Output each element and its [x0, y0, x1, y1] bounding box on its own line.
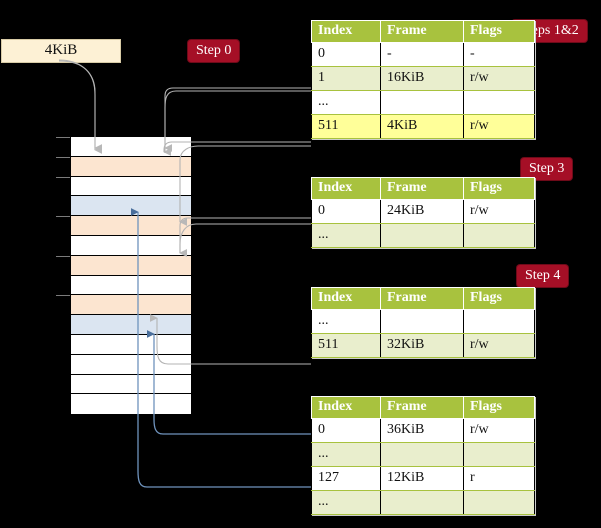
cell-frame: 12KiB: [380, 466, 464, 491]
col-header-flags: Flags: [463, 177, 535, 200]
badge-step-3-label: Step 3: [529, 161, 565, 176]
cell-frame: 4KiB: [380, 114, 464, 139]
table-row: ...: [311, 90, 535, 115]
cell-index: 1: [311, 66, 381, 91]
cell-index: 0: [311, 199, 381, 224]
table-row: ...: [311, 442, 535, 467]
page-table-level-1: Index Frame Flags 0 - - 1 16KiB r/w ...: [311, 20, 535, 139]
memory-frame-row: [71, 295, 191, 316]
badge-step-0: Step 0: [188, 40, 240, 62]
memory-frame-row: [71, 354, 191, 375]
col-header-index: Index: [311, 287, 381, 310]
cell-index: 511: [311, 114, 381, 139]
page-table-level-4: Index Frame Flags 0 36KiB r/w ... 127 12…: [311, 396, 535, 515]
cell-index: ...: [311, 442, 381, 467]
cell-flags: r/w: [463, 199, 535, 224]
cell-flags: [463, 223, 535, 248]
cell-flags: [463, 490, 535, 515]
cell-frame: -: [380, 42, 464, 67]
badge-step-3: Step 3: [521, 158, 573, 180]
memory-frame-row: [71, 374, 191, 395]
cell-index: ...: [311, 309, 381, 334]
cell-flags: r/w: [463, 66, 535, 91]
page-size-label: 4KiB: [44, 42, 78, 58]
memory-frame-row: [71, 137, 191, 157]
cell-index: 127: [311, 466, 381, 491]
memory-frame-row: [71, 394, 191, 415]
table-row: 511 32KiB r/w: [311, 333, 535, 358]
cell-frame: 36KiB: [380, 418, 464, 443]
cell-index: ...: [311, 90, 381, 115]
cell-frame: [380, 223, 464, 248]
cell-index: ...: [311, 223, 381, 248]
memory-row-tick: [56, 255, 70, 257]
page-table-level-3: Index Frame Flags ... 511 32KiB r/w: [311, 287, 535, 358]
cell-flags: [463, 309, 535, 334]
table-row: ...: [311, 223, 535, 248]
memory-row-tick: [56, 216, 70, 218]
col-header-flags: Flags: [463, 20, 535, 43]
col-header-frame: Frame: [380, 20, 464, 43]
cell-flags: [463, 442, 535, 467]
memory-row-tick: [56, 295, 70, 297]
table-row: 511 4KiB r/w: [311, 114, 535, 139]
cell-flags: r: [463, 466, 535, 491]
memory-frame-row: [71, 315, 191, 335]
table-row: 0 36KiB r/w: [311, 418, 535, 443]
cell-index: ...: [311, 490, 381, 515]
cell-flags: r/w: [463, 114, 535, 139]
col-header-flags: Flags: [463, 287, 535, 310]
memory-frame-row: [71, 156, 191, 177]
cell-index: 0: [311, 418, 381, 443]
memory-frame-row: [71, 236, 191, 256]
memory-frame-row: [71, 335, 191, 355]
memory-row-tick: [56, 176, 70, 178]
cell-frame: [380, 90, 464, 115]
col-header-index: Index: [311, 177, 381, 200]
cell-frame: 32KiB: [380, 333, 464, 358]
table-row: 127 12KiB r: [311, 466, 535, 491]
memory-frame-row: [71, 216, 191, 236]
cell-flags: r/w: [463, 333, 535, 358]
table-row: 0 - -: [311, 42, 535, 67]
table-row: ...: [311, 490, 535, 515]
memory-frame-row: [71, 255, 191, 276]
cell-index: 511: [311, 333, 381, 358]
badge-step-4-label: Step 4: [525, 268, 561, 283]
page-table-level-2: Index Frame Flags 0 24KiB r/w ...: [311, 177, 535, 248]
memory-frame-row: [71, 196, 191, 217]
table-row: 0 24KiB r/w: [311, 199, 535, 224]
page-size-box: 4KiB: [1, 39, 121, 63]
memory-row-tick: [56, 156, 70, 158]
badge-step-0-label: Step 0: [196, 43, 232, 58]
col-header-index: Index: [311, 396, 381, 419]
memory-frame-row: [71, 176, 191, 197]
cell-frame: [380, 490, 464, 515]
col-header-index: Index: [311, 20, 381, 43]
cell-frame: [380, 442, 464, 467]
cell-flags: [463, 90, 535, 115]
badge-step-4: Step 4: [517, 265, 569, 287]
col-header-flags: Flags: [463, 396, 535, 419]
cell-frame: 24KiB: [380, 199, 464, 224]
table-row: ...: [311, 309, 535, 334]
physical-memory-column: [56, 136, 191, 415]
memory-row-tick: [56, 137, 70, 138]
table-row: 1 16KiB r/w: [311, 66, 535, 91]
cell-flags: -: [463, 42, 535, 67]
memory-frame-row: [71, 275, 191, 296]
cell-index: 0: [311, 42, 381, 67]
cell-frame: [380, 309, 464, 334]
cell-flags: r/w: [463, 418, 535, 443]
col-header-frame: Frame: [380, 396, 464, 419]
col-header-frame: Frame: [380, 287, 464, 310]
col-header-frame: Frame: [380, 177, 464, 200]
cell-frame: 16KiB: [380, 66, 464, 91]
